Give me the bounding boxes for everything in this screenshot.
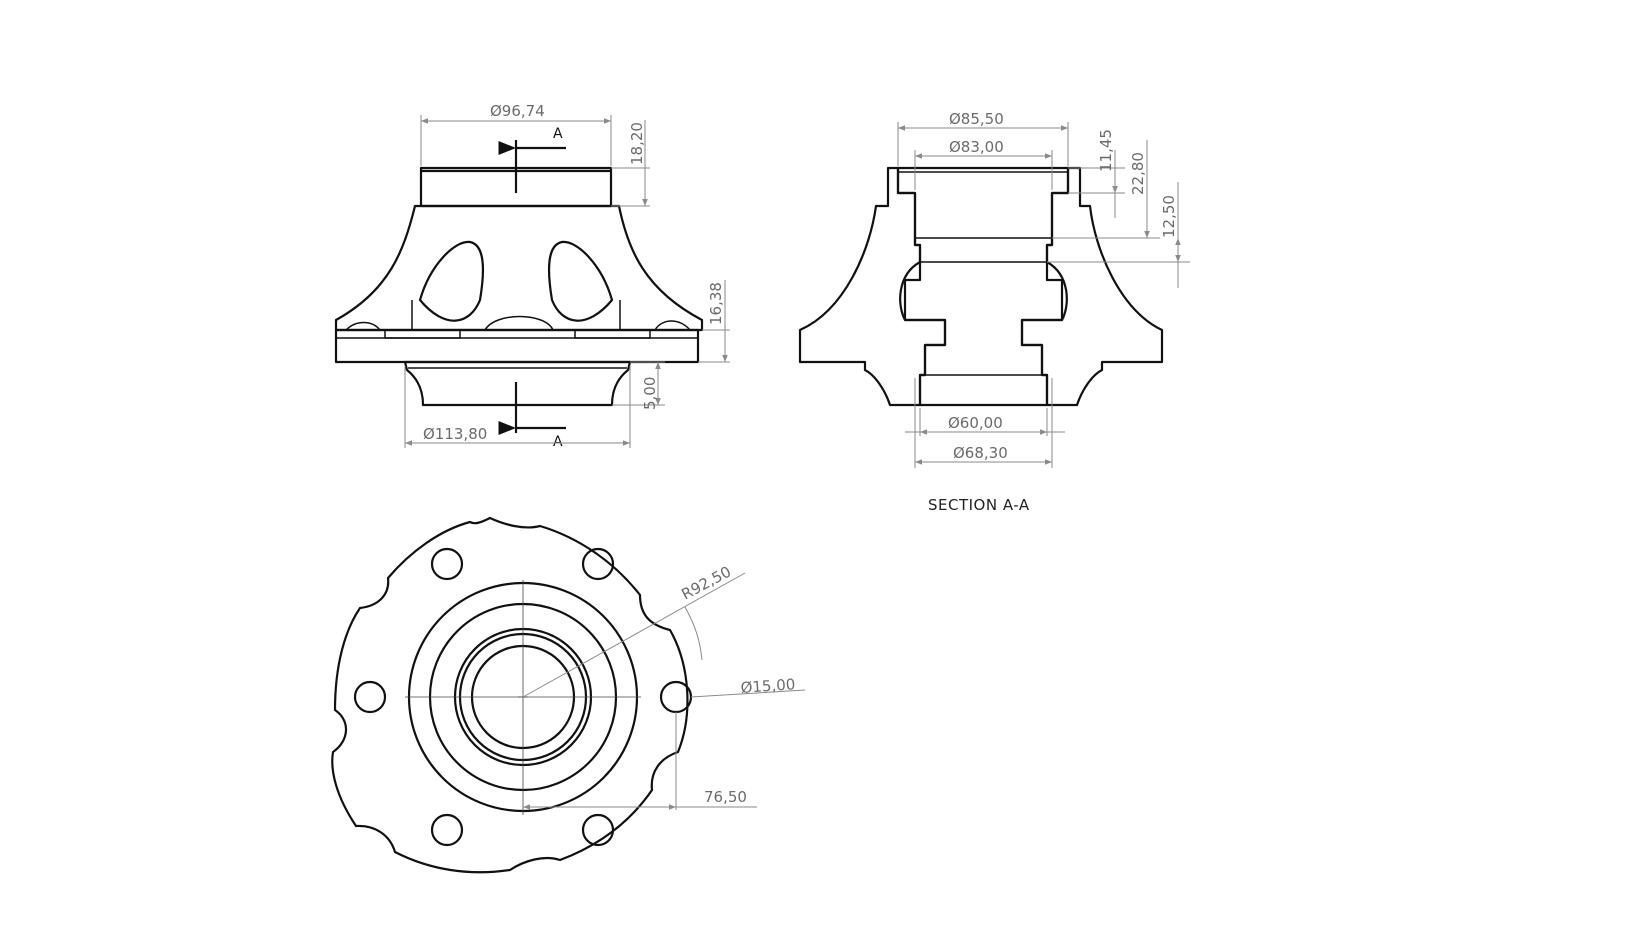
- dim-radius: R92,50: [678, 563, 734, 604]
- dim-outer-bore: Ø85,50: [949, 110, 1004, 128]
- dim-inner-bore: Ø83,00: [949, 138, 1004, 156]
- dim-hole-offset: 76,50: [704, 788, 747, 806]
- dim-hole-diameter: Ø15,00: [740, 675, 796, 697]
- cut-label-bottom: A: [553, 434, 563, 450]
- section-right-half: [1020, 166, 1164, 407]
- section-inner-bore: [896, 166, 1070, 407]
- dim-depth-3: 12,50: [1160, 195, 1178, 238]
- section-caption: SECTION A-A: [928, 496, 1030, 514]
- dim-lower-bore: Ø60,00: [948, 414, 1003, 432]
- front-view: A A Ø96,74 18,20 16,38 5,00 Ø113,80: [334, 102, 730, 450]
- front-dimensions: Ø96,74 18,20 16,38 5,00 Ø113,80: [404, 102, 730, 448]
- bolt-hole-6: [581, 813, 615, 847]
- dim-flange-height: 16,38: [707, 282, 725, 325]
- dim-bottom-height: 5,00: [641, 377, 659, 410]
- top-outer-profile: [331, 516, 689, 874]
- dim-top-diameter: Ø96,74: [490, 102, 545, 120]
- dim-bottom-diameter: Ø113,80: [423, 425, 487, 443]
- section-view: SECTION A-A Ø85,50 Ø83,00 11,45 22,80 12…: [798, 110, 1190, 514]
- dim-lower-counterbore: Ø68,30: [953, 444, 1008, 462]
- front-window-left: [418, 240, 485, 322]
- cut-label-top: A: [553, 126, 563, 142]
- bolt-hole-1: [430, 547, 464, 581]
- bolt-hole-2: [581, 547, 615, 581]
- dim-top-height: 18,20: [628, 122, 646, 165]
- top-view: R92,50 Ø15,00 76,50: [331, 516, 806, 874]
- bolt-hole-5: [430, 813, 464, 847]
- front-window-right: [547, 240, 614, 322]
- dim-depth-1: 11,45: [1097, 129, 1115, 172]
- section-left-half: [798, 166, 947, 407]
- bolt-hole-3: [353, 680, 387, 714]
- front-flange: [334, 328, 700, 364]
- dim-depth-2: 22,80: [1129, 152, 1147, 195]
- front-cone-body: [334, 204, 704, 332]
- section-dimensions: Ø85,50 Ø83,00 11,45 22,80 12,50 Ø60,00: [897, 110, 1190, 468]
